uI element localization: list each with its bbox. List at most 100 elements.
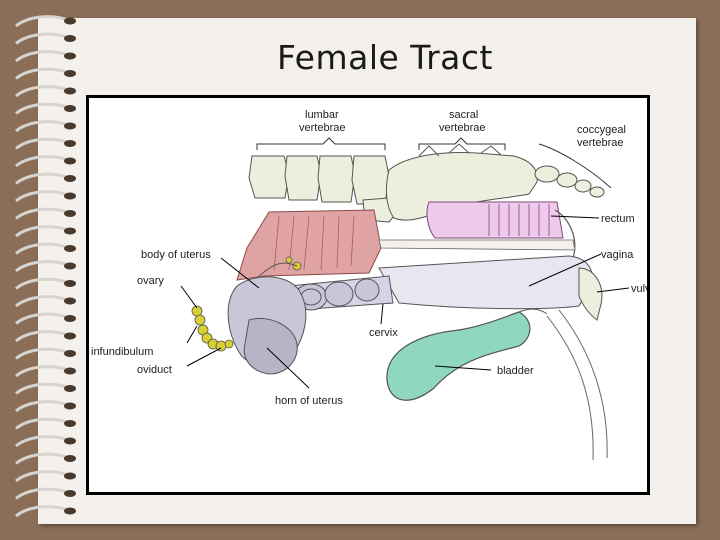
binding-ring: [15, 67, 69, 80]
label-coccygeal-1: coccygeal: [577, 124, 626, 136]
binding-ring: [15, 242, 69, 255]
pointer-body-uterus: [220, 257, 260, 289]
pointer-horn: [266, 347, 310, 389]
binding-hole: [64, 87, 76, 95]
label-infundibulum: infundibulum: [91, 346, 153, 358]
label-lumbar-1: lumbar: [305, 109, 339, 121]
binding-hole: [64, 140, 76, 147]
binding-ring: [15, 452, 69, 465]
rectum-organ: [426, 201, 564, 239]
broad-ligament: [258, 262, 298, 277]
binding-ring: [15, 225, 69, 238]
pointer-vagina: [528, 253, 602, 287]
binding-ring: [15, 260, 69, 273]
binding-hole: [64, 402, 76, 410]
pointer-rectum: [550, 215, 600, 219]
binding-hole: [64, 245, 76, 252]
binding-ring: [15, 50, 69, 63]
pointer-bladder: [434, 365, 492, 371]
ovary-oviduct: [191, 256, 302, 352]
binding-hole: [64, 175, 76, 182]
pointer-vulva: [596, 287, 630, 293]
coccygeal-bracket: [538, 143, 612, 189]
lumbar-bracket: [256, 137, 386, 150]
uterine-horn: [243, 318, 298, 375]
binding-ring: [15, 32, 69, 45]
binding-hole: [64, 17, 76, 25]
muscle-mass: [236, 209, 382, 281]
label-horn-of-uterus: horn of uterus: [275, 395, 343, 407]
binding-ring: [15, 15, 69, 28]
vagina-tract: [378, 255, 593, 310]
binding-hole: [64, 350, 76, 357]
binding-hole: [64, 455, 76, 462]
diagram-frame: lumbar vertebrae sacral vertebrae coccyg…: [86, 95, 650, 495]
label-body-of-uterus: body of uterus: [141, 249, 211, 261]
binding-ring: [15, 102, 69, 115]
coccygeal-3: [574, 179, 592, 193]
vulva-organ: [578, 267, 603, 321]
label-cervix: cervix: [369, 327, 398, 339]
label-sacral-2: vertebrae: [439, 122, 485, 134]
binding-ring: [15, 277, 69, 290]
binding-ring: [15, 505, 69, 518]
binding-ring: [15, 190, 69, 203]
binding-ring: [15, 312, 69, 325]
binding-hole: [64, 105, 76, 112]
binding-hole: [64, 490, 76, 497]
vertebra-2: [284, 155, 322, 201]
binding-hole: [64, 367, 76, 375]
binding-hole: [64, 385, 76, 392]
pointer-ovary: [180, 285, 198, 309]
binding-ring: [15, 172, 69, 185]
pointer-lines: [180, 215, 630, 389]
sacrum: [385, 152, 538, 221]
coccygeal-1: [534, 165, 560, 183]
urethra: [518, 308, 548, 315]
binding-hole: [64, 157, 76, 165]
binding-hole: [64, 35, 76, 42]
binding-ring: [15, 417, 69, 430]
binding-hole: [64, 192, 76, 200]
binding-hole: [64, 472, 76, 480]
binding-hole: [64, 437, 76, 445]
vertebra-4: [351, 155, 390, 205]
binding-ring: [15, 207, 69, 220]
binding-ring: [15, 155, 69, 168]
coccygeal-4: [589, 186, 605, 198]
binding-ring: [15, 400, 69, 413]
label-bladder: bladder: [497, 365, 534, 377]
label-vagina: vagina: [601, 249, 634, 261]
label-sacral-1: sacral: [449, 109, 478, 121]
binding-ring: [15, 120, 69, 133]
muscle-striations: [273, 215, 355, 271]
coccygeal-vertebrae: [534, 165, 605, 198]
binding-ring: [15, 382, 69, 395]
cervix-organ: [288, 275, 394, 311]
binding-hole: [64, 70, 76, 77]
binding-hole: [64, 507, 76, 515]
binding-hole: [64, 332, 76, 340]
binding-ring: [15, 330, 69, 343]
pointer-oviduct: [186, 347, 222, 367]
spiral-binding: [15, 15, 76, 518]
label-rectum: rectum: [601, 213, 635, 225]
pelvic-floor-inner: [546, 315, 594, 461]
vertebra-3: [317, 155, 356, 203]
vertebra-1: [248, 155, 290, 199]
binding-hole: [64, 420, 76, 427]
binding-hole: [64, 227, 76, 235]
coccygeal-2: [556, 172, 578, 188]
rectum-folds: [488, 204, 550, 236]
label-lumbar-2: vertebrae: [299, 122, 345, 134]
female-tract-diagram: lumbar vertebrae sacral vertebrae coccyg…: [91, 109, 647, 461]
label-oviduct: oviduct: [137, 364, 172, 376]
binding-hole: [64, 297, 76, 305]
binding-ring: [15, 137, 69, 150]
binding-ring: [15, 365, 69, 378]
binding-ring: [15, 295, 69, 308]
bladder-organ: [386, 311, 531, 401]
binding-hole: [64, 210, 76, 217]
sacral-bracket: [418, 137, 506, 150]
